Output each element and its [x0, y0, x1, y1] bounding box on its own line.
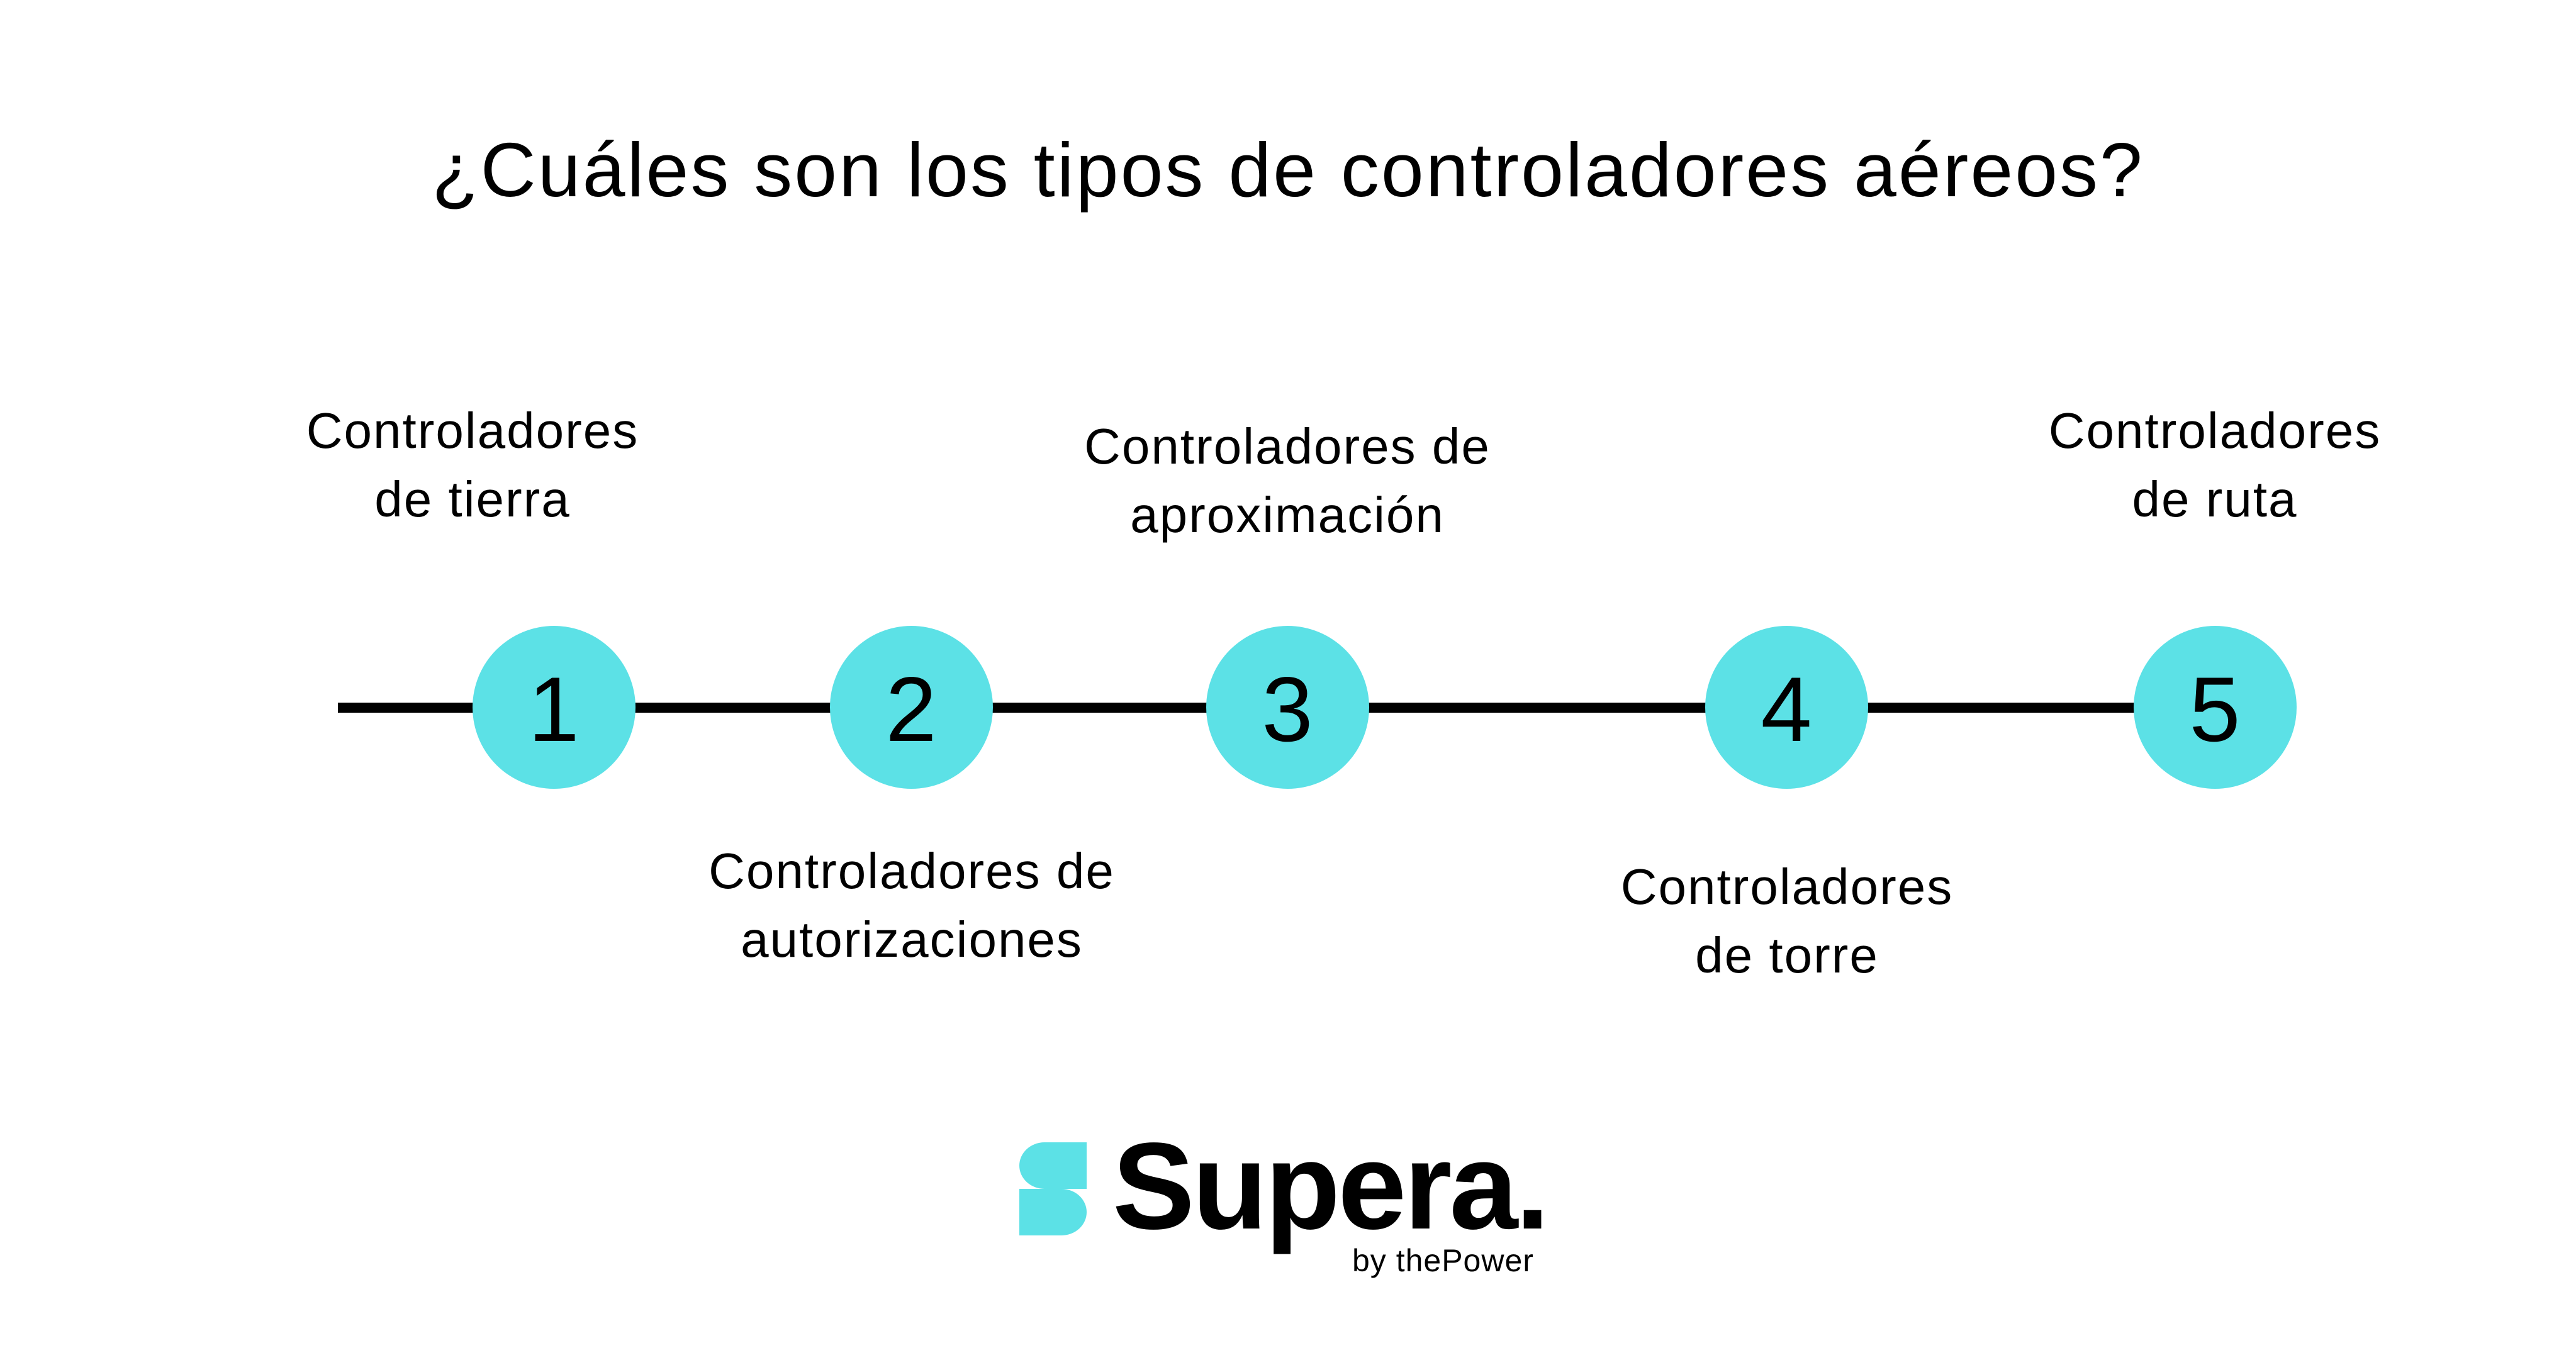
- node-label-2: Controladores de autorizaciones: [629, 837, 1195, 974]
- node-number: 3: [1262, 657, 1313, 760]
- page-title: ¿Cuáles son los tipos de controladores a…: [432, 127, 2144, 213]
- node-label-line: Controladores de: [1084, 418, 1491, 474]
- node-number: 2: [885, 657, 937, 760]
- logo-tagline: by thePower: [1352, 1243, 1534, 1278]
- node-label-line: Controladores: [306, 403, 639, 459]
- node-number: 5: [2189, 657, 2241, 760]
- node-label-line: Controladores de: [708, 843, 1115, 899]
- node-label-line: de ruta: [2132, 471, 2298, 527]
- node-label-line: Controladores: [2048, 403, 2382, 459]
- logo-mark-bottom: [1019, 1189, 1087, 1235]
- node-label-4: Controladores de torre: [1504, 852, 2070, 989]
- node-label-line: autorizaciones: [741, 911, 1083, 967]
- node-number: 1: [528, 657, 580, 760]
- node-number: 4: [1761, 657, 1812, 760]
- timeline-node-1: 1: [472, 626, 636, 789]
- node-label-line: de tierra: [374, 471, 571, 527]
- timeline-node-4: 4: [1705, 626, 1868, 789]
- timeline-node-3: 3: [1206, 626, 1369, 789]
- node-label-5: Controladores de ruta: [1932, 396, 2498, 533]
- node-label-line: aproximación: [1130, 487, 1445, 543]
- node-label-1: Controladores de tierra: [189, 396, 756, 533]
- supera-s-mark-icon: [1019, 1142, 1087, 1235]
- node-label-line: de torre: [1695, 927, 1879, 983]
- logo-mark-top: [1019, 1142, 1087, 1189]
- node-label-line: Controladores: [1620, 859, 1954, 915]
- supera-logo: Supera. by thePower: [1019, 1123, 1586, 1300]
- timeline-node-5: 5: [2133, 626, 2297, 789]
- timeline-node-2: 2: [829, 626, 993, 789]
- logo-wordmark: Supera.: [1112, 1117, 1550, 1255]
- node-label-3: Controladores de aproximación: [1004, 412, 1571, 549]
